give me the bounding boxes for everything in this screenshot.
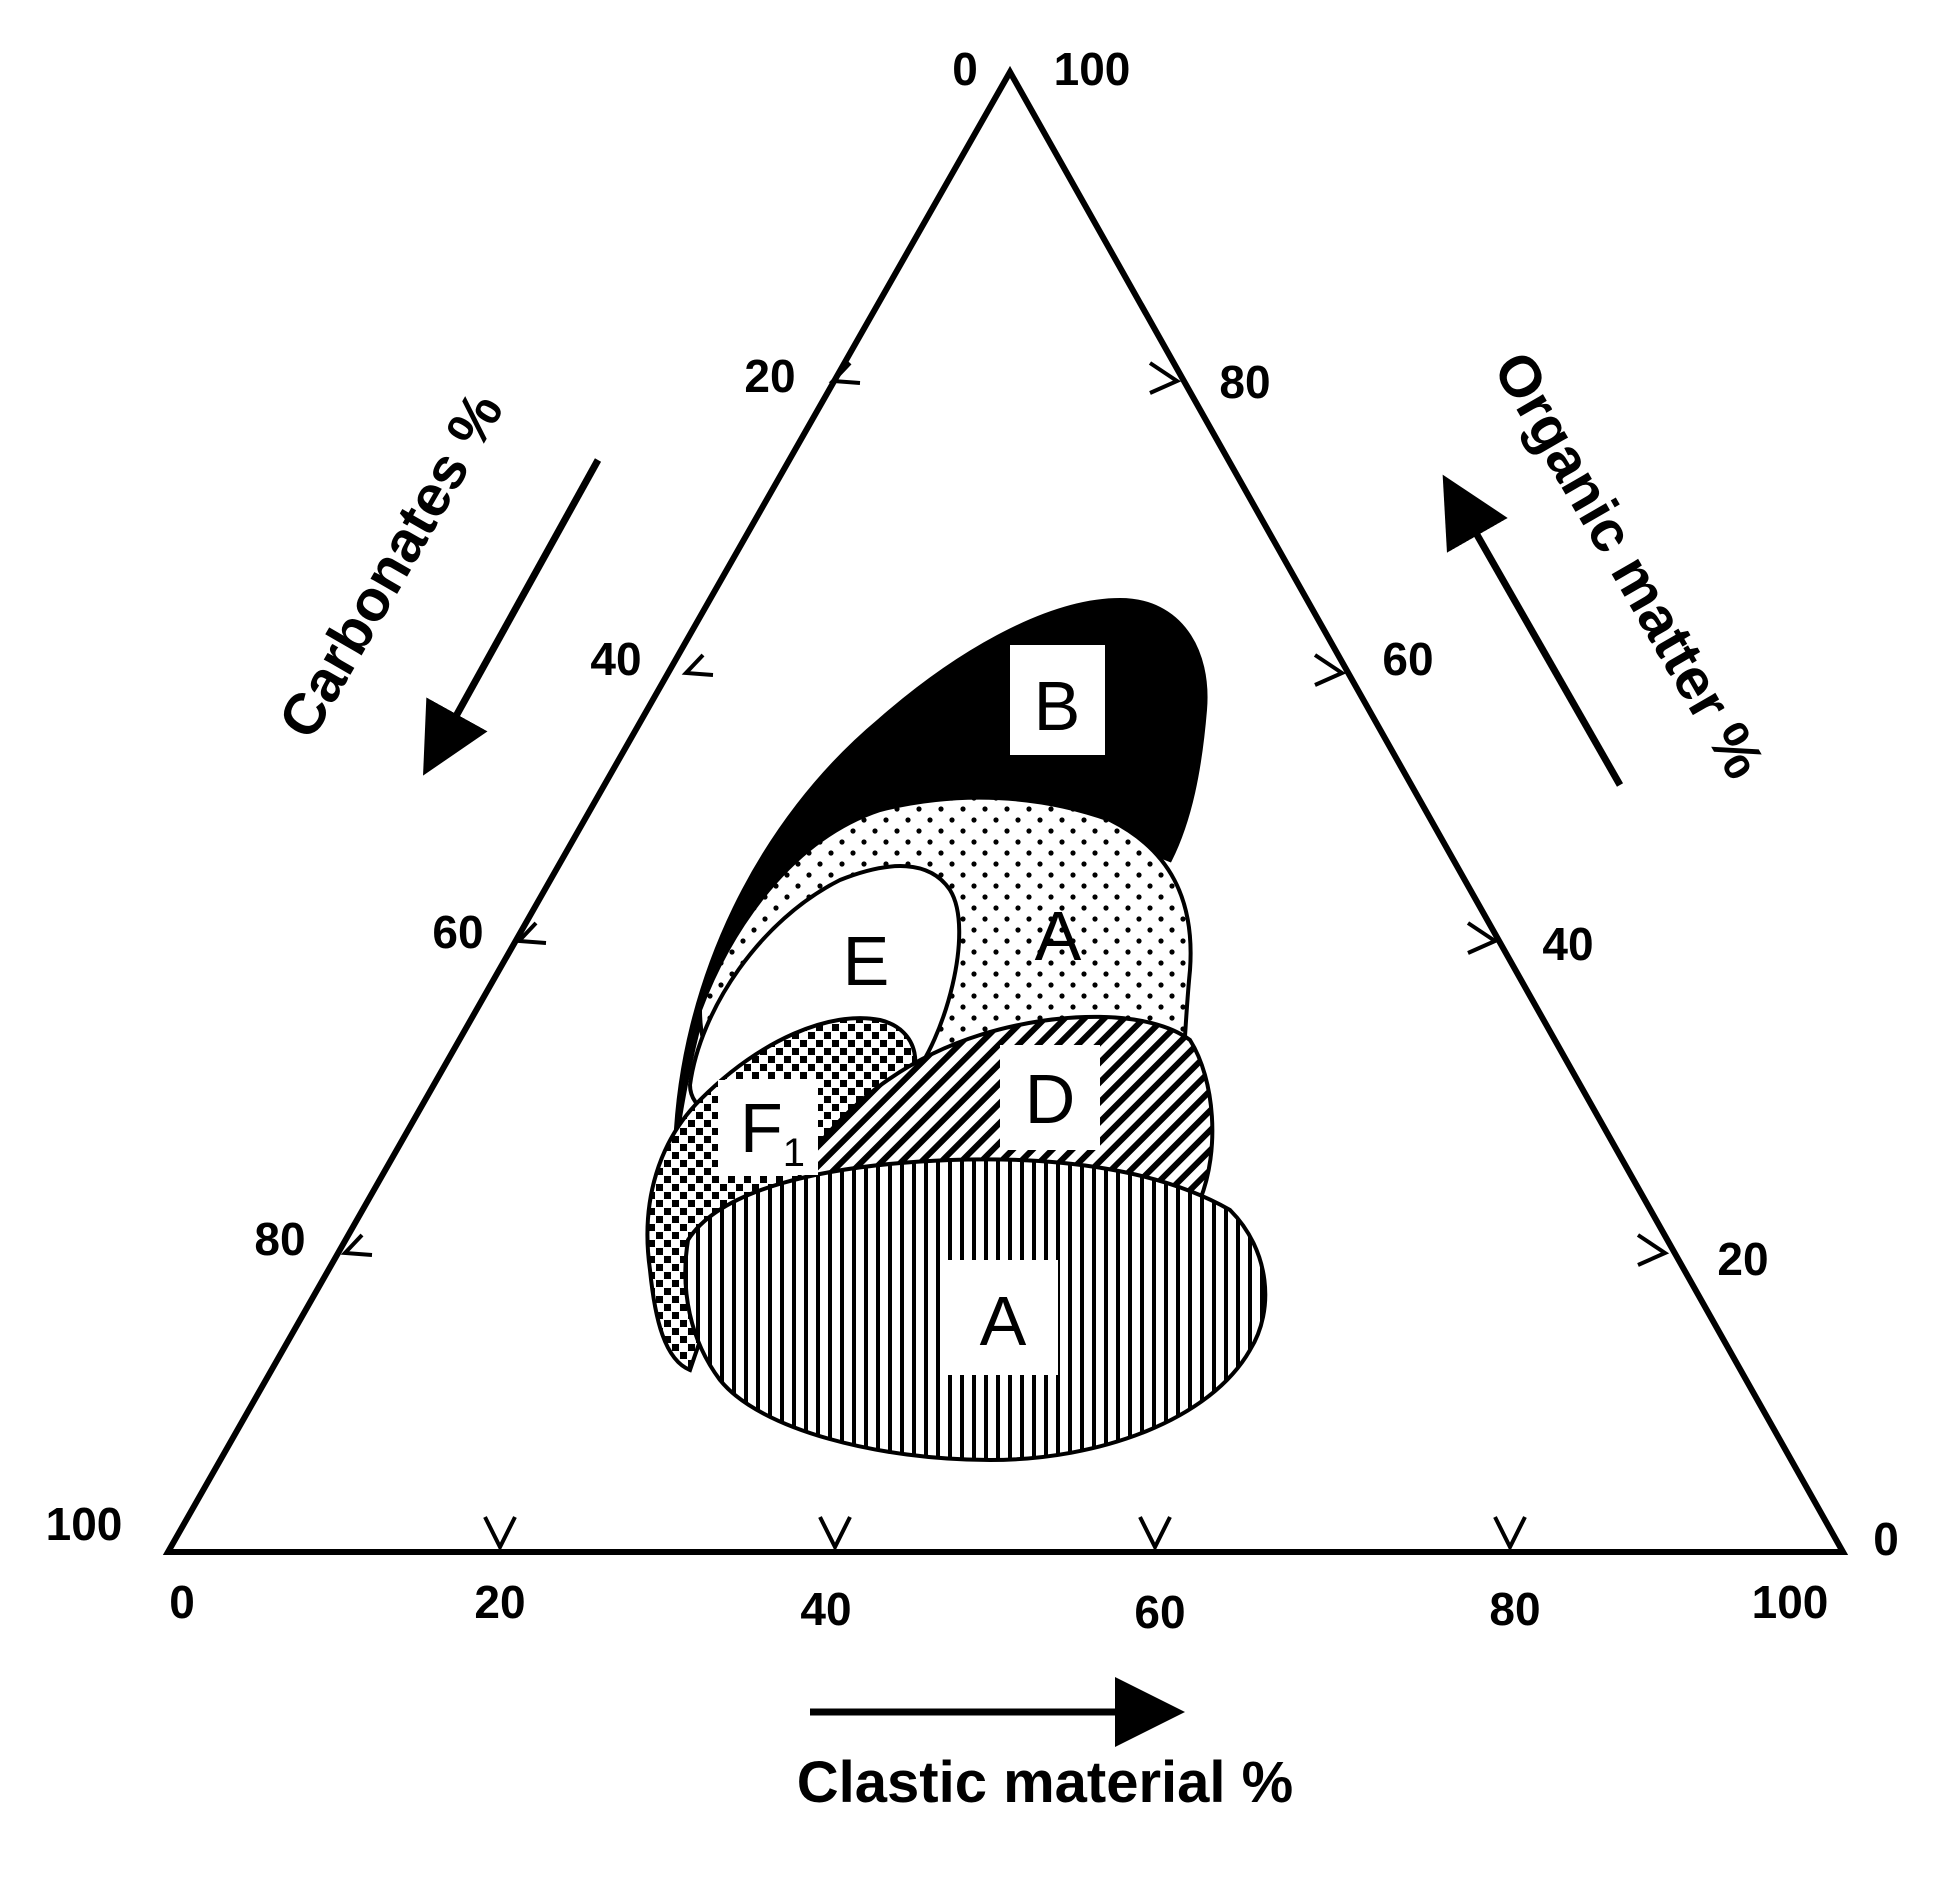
right-tick-labels: 100 80 60 40 20 0 — [1054, 43, 1899, 1565]
bottom-tick-60: 60 — [1134, 1586, 1185, 1638]
right-tick-0: 0 — [1873, 1513, 1899, 1565]
left-tick-labels: 0 20 40 60 80 100 — [46, 43, 978, 1550]
bottom-tick-20: 20 — [474, 1576, 525, 1628]
label-a-lower-group: A — [948, 1260, 1058, 1375]
left-axis-title: Carbonates % — [266, 382, 516, 749]
left-tick-80: 80 — [254, 1213, 305, 1265]
right-tick-marks — [1148, 361, 1670, 1267]
bottom-axis-title: Clastic material % — [797, 1750, 1293, 1815]
right-tick-60: 60 — [1382, 633, 1433, 685]
left-tick-0: 0 — [952, 43, 978, 95]
left-axis-arrow — [423, 458, 602, 776]
bottom-tick-100: 100 — [1752, 1576, 1829, 1628]
right-axis-arrow — [1442, 474, 1624, 787]
right-tick-80: 80 — [1219, 356, 1270, 408]
region-label-f1-letter: F — [740, 1089, 783, 1167]
direction-arrows — [423, 458, 1624, 1747]
region-label-f1: F1 — [740, 1089, 805, 1175]
bottom-tick-0: 0 — [169, 1576, 195, 1628]
label-b-group: B — [1010, 645, 1105, 755]
region-label-b: B — [1034, 667, 1081, 745]
left-tick-marks — [340, 361, 861, 1257]
left-tick-60: 60 — [432, 906, 483, 958]
right-tick-100: 100 — [1054, 43, 1131, 95]
bottom-tick-marks — [483, 1516, 1527, 1552]
right-tick-40: 40 — [1542, 918, 1593, 970]
region-label-a-upper: A — [1035, 897, 1082, 975]
region-label-f1-subscript: 1 — [783, 1131, 805, 1175]
ternary-triangle — [162, 65, 1849, 1555]
left-tick-100: 100 — [46, 1498, 123, 1550]
bottom-tick-labels: 0 20 40 60 80 100 — [169, 1576, 1828, 1638]
right-axis-title: Organic matter % — [1481, 341, 1777, 789]
bottom-tick-40: 40 — [800, 1583, 851, 1635]
region-label-a-lower: A — [980, 1282, 1027, 1360]
region-label-e: E — [843, 922, 890, 1000]
label-d-group: D — [1000, 1045, 1100, 1150]
label-f1-group: F1 — [718, 1080, 818, 1175]
left-tick-20: 20 — [744, 350, 795, 402]
right-tick-20: 20 — [1717, 1233, 1768, 1285]
bottom-tick-80: 80 — [1489, 1583, 1540, 1635]
region-label-d: D — [1025, 1060, 1076, 1138]
left-tick-40: 40 — [590, 633, 641, 685]
